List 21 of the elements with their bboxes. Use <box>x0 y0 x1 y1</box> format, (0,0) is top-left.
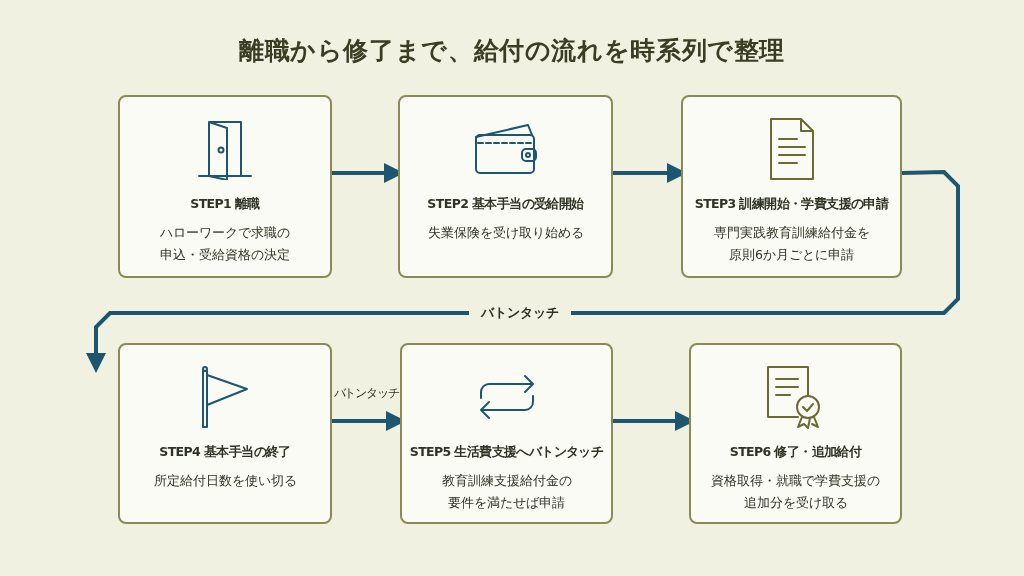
step-description: 教育訓練支援給付金の要件を満たせば申請 <box>441 471 572 512</box>
step-card <box>689 343 902 524</box>
step-card <box>681 95 902 278</box>
step-card <box>118 95 332 278</box>
arrow <box>86 170 960 373</box>
step-heading: STEP6 修了・追加給付 <box>729 443 862 461</box>
step-description: 所定給付日数を使い切る <box>152 471 298 490</box>
step-card <box>398 95 613 278</box>
title: 離職から修了まで、給付の流れを時系列で整理 <box>238 35 786 67</box>
step-heading: STEP3 訓練開始・学費支援の申請 <box>694 195 889 213</box>
step-description: 専門実践教育訓練給付金を原則6か月ごとに申請 <box>713 223 870 264</box>
step-description: ハローワークで求職の申込・受給資格の決定 <box>160 223 290 264</box>
step-card <box>118 343 332 524</box>
step-heading: STEP4 基本手当の終了 <box>159 443 291 461</box>
step-card <box>400 343 613 524</box>
step-description: 資格取得・就職で学費支援の追加分を受け取る <box>711 471 880 512</box>
step-heading: STEP2 基本手当の受給開始 <box>427 195 584 213</box>
step-heading: STEP5 生活費支援へバトンタッチ <box>409 443 604 461</box>
step-heading: STEP1 離職 <box>190 195 260 213</box>
step-description: 失業保険を受け取り始める <box>426 223 585 242</box>
edge-label: バトンタッチ <box>333 385 399 402</box>
